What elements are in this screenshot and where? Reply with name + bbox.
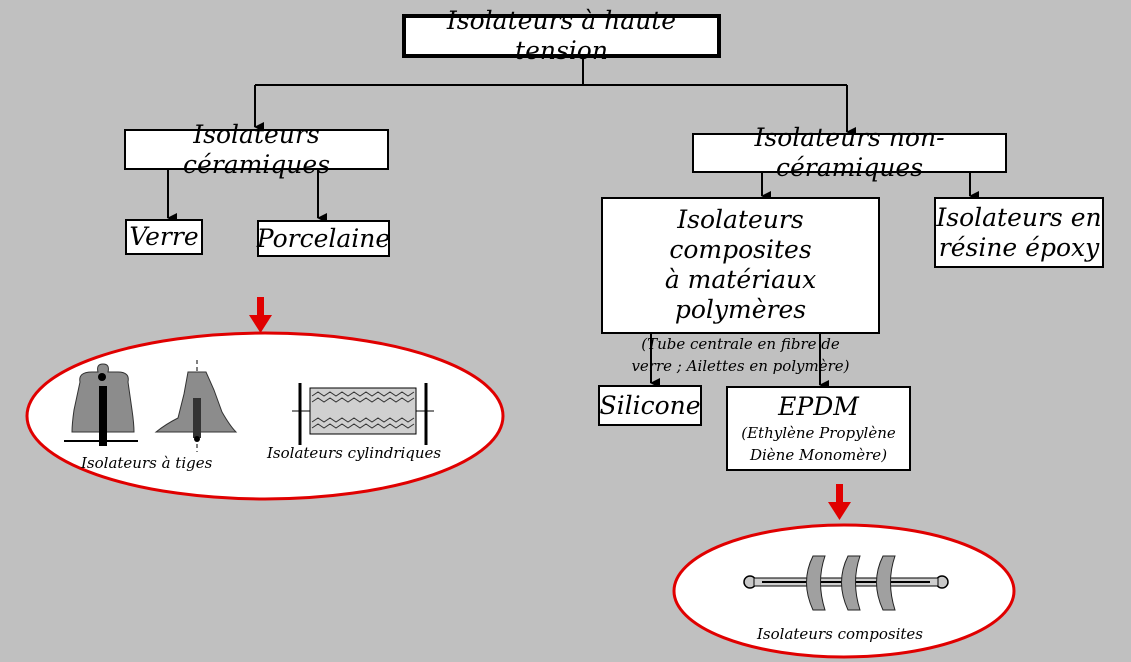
silicone-node-label: Silicone [599, 390, 701, 420]
pin-insulator-section-icon [154, 360, 238, 452]
composite-insulator-icon [743, 555, 949, 611]
pin-insulators-caption: Isolateurs à tiges [81, 454, 213, 472]
silicone-node: Silicone [598, 385, 702, 426]
red-arrow-down-icon [249, 297, 272, 333]
non-ceramic-node-label: Isolateurs non-céramiques [754, 123, 945, 182]
epoxy-node-line2: résine époxy [938, 232, 1100, 262]
pin-insulator-icon [64, 363, 138, 446]
porcelaine-node-label: Porcelaine [256, 223, 391, 253]
composite-node: Isolateurs composites à matériaux polymè… [601, 197, 880, 375]
ceramic-node-label: Isolateurs céramiques [182, 119, 331, 179]
epdm-node-note1: (Ethylène Propylène [741, 423, 896, 442]
composite-node-note2: verre ; Ailettes en polymère) [631, 357, 850, 375]
root-node-label: Isolateurs à haute tension [446, 6, 677, 65]
root-node: Isolateurs à haute tension [402, 6, 721, 65]
epoxy-node: Isolateurs en résine époxy [934, 197, 1104, 268]
composite-node-line1: Isolateurs composites [669, 205, 812, 264]
ceramic-examples-ellipse [25, 331, 505, 501]
porcelaine-node: Porcelaine [257, 220, 390, 257]
composite-insulators-caption: Isolateurs composites [757, 625, 923, 643]
epdm-node-title: EPDM [778, 391, 859, 421]
verre-node: Verre [125, 219, 203, 255]
cylindrical-insulator-icon [292, 383, 434, 445]
verre-node-label: Verre [129, 222, 199, 251]
composite-node-note1: (Tube centrale en fibre de [641, 335, 840, 353]
ceramic-node: Isolateurs céramiques [124, 120, 389, 179]
cylindrical-insulators-caption: Isolateurs cylindriques [267, 444, 442, 462]
non-ceramic-node: Isolateurs non-céramiques [692, 123, 1007, 182]
red-arrow-down-icon [828, 484, 851, 520]
composite-node-line2: à matériaux polymères [664, 265, 817, 324]
connector-lines [167, 58, 979, 390]
epdm-node: EPDM (Ethylène Propylène Diène Monomère) [726, 386, 911, 471]
epdm-node-note2: Diène Monomère) [749, 445, 888, 464]
epoxy-node-line1: Isolateurs en [936, 202, 1102, 232]
